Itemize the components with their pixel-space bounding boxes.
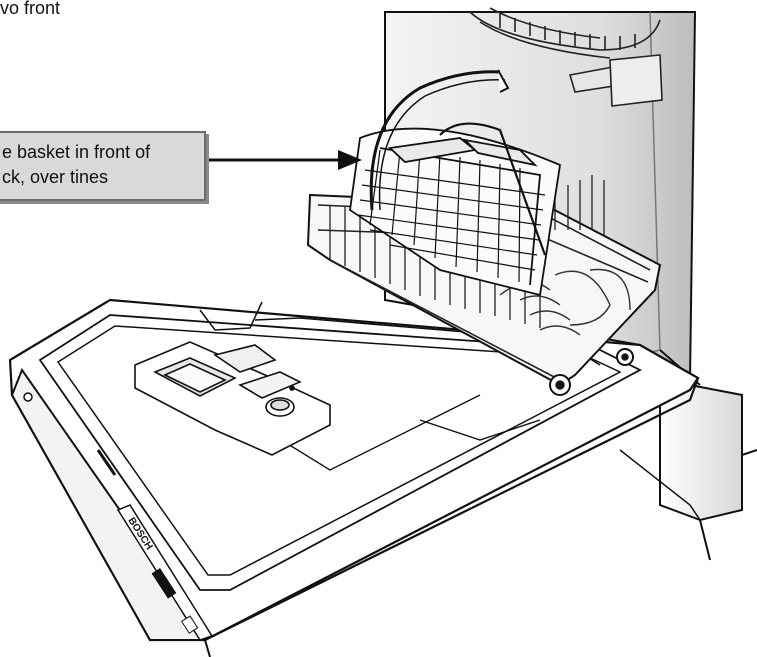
lower-rack <box>306 175 662 396</box>
callout-line-2: ck, over tines <box>2 167 109 187</box>
callout-box: e basket in front of ck, over tines <box>0 131 206 201</box>
pointer-arrow <box>206 150 362 170</box>
detergent-dispenser <box>134 341 331 456</box>
upper-rack <box>469 7 663 107</box>
cutlery-basket <box>349 69 561 297</box>
caption-top-fragment: vo front <box>0 0 61 18</box>
callout-line-1: e basket in front of <box>2 142 151 162</box>
